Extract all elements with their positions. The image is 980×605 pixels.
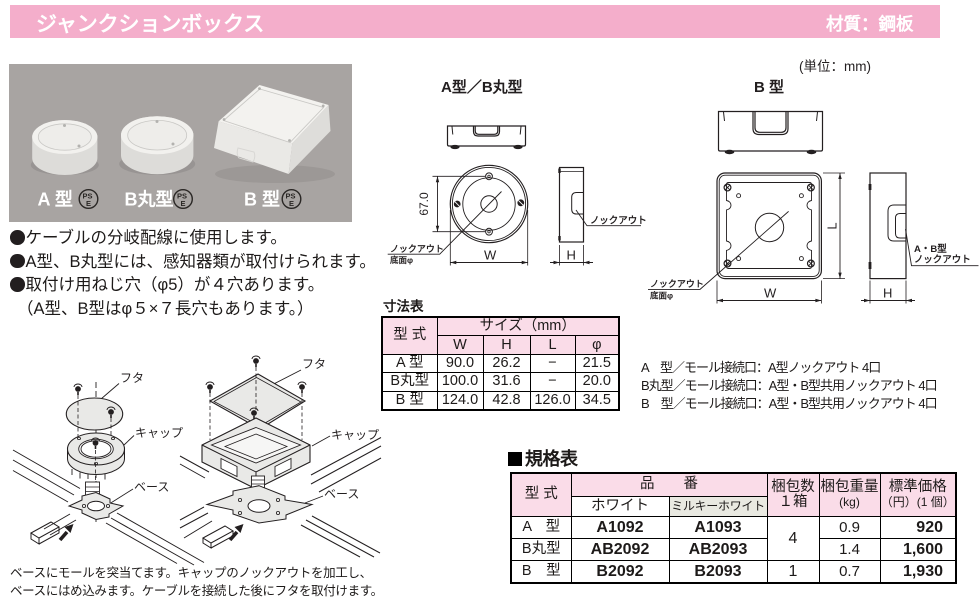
svg-text:ノックアウト: ノックアウト — [914, 255, 971, 266]
svg-text:B丸型: B丸型 — [125, 189, 174, 210]
svg-text:67.0: 67.0 — [417, 192, 431, 216]
svg-text:PS: PS — [286, 192, 296, 201]
svg-text:E: E — [86, 199, 91, 208]
svg-text:PS: PS — [83, 192, 93, 201]
svg-text:B 型: B 型 — [754, 78, 784, 96]
svg-text:H: H — [567, 248, 576, 263]
svg-text:H: H — [883, 286, 892, 301]
svg-text:ベース: ベース — [324, 487, 359, 501]
svg-text:B 型: B 型 — [244, 189, 280, 210]
svg-text:L: L — [825, 222, 840, 229]
svg-text:フタ: フタ — [302, 357, 326, 371]
svg-text:A 型: A 型 — [38, 189, 73, 210]
svg-text:底面φ: 底面φ — [650, 291, 673, 301]
svg-text:ノックアウト: ノックアウト — [390, 244, 444, 254]
svg-text:(単位：mm): (単位：mm) — [799, 59, 871, 74]
svg-text:A型／B丸型: A型／B丸型 — [441, 78, 523, 96]
svg-text:底面φ: 底面φ — [390, 255, 413, 265]
svg-text:A・B型: A・B型 — [914, 243, 947, 255]
svg-text:W: W — [764, 286, 777, 301]
svg-text:E: E — [289, 199, 294, 208]
svg-text:ベース: ベース — [134, 480, 169, 494]
svg-text:W: W — [484, 248, 497, 263]
svg-text:キャップ: キャップ — [135, 426, 183, 440]
svg-text:キャップ: キャップ — [331, 428, 379, 442]
svg-text:フタ: フタ — [120, 371, 144, 385]
svg-text:E: E — [181, 199, 186, 208]
svg-text:PS: PS — [177, 192, 187, 201]
svg-text:ノックアウト: ノックアウト — [590, 216, 647, 227]
svg-text:ノックアウト: ノックアウト — [650, 279, 704, 289]
